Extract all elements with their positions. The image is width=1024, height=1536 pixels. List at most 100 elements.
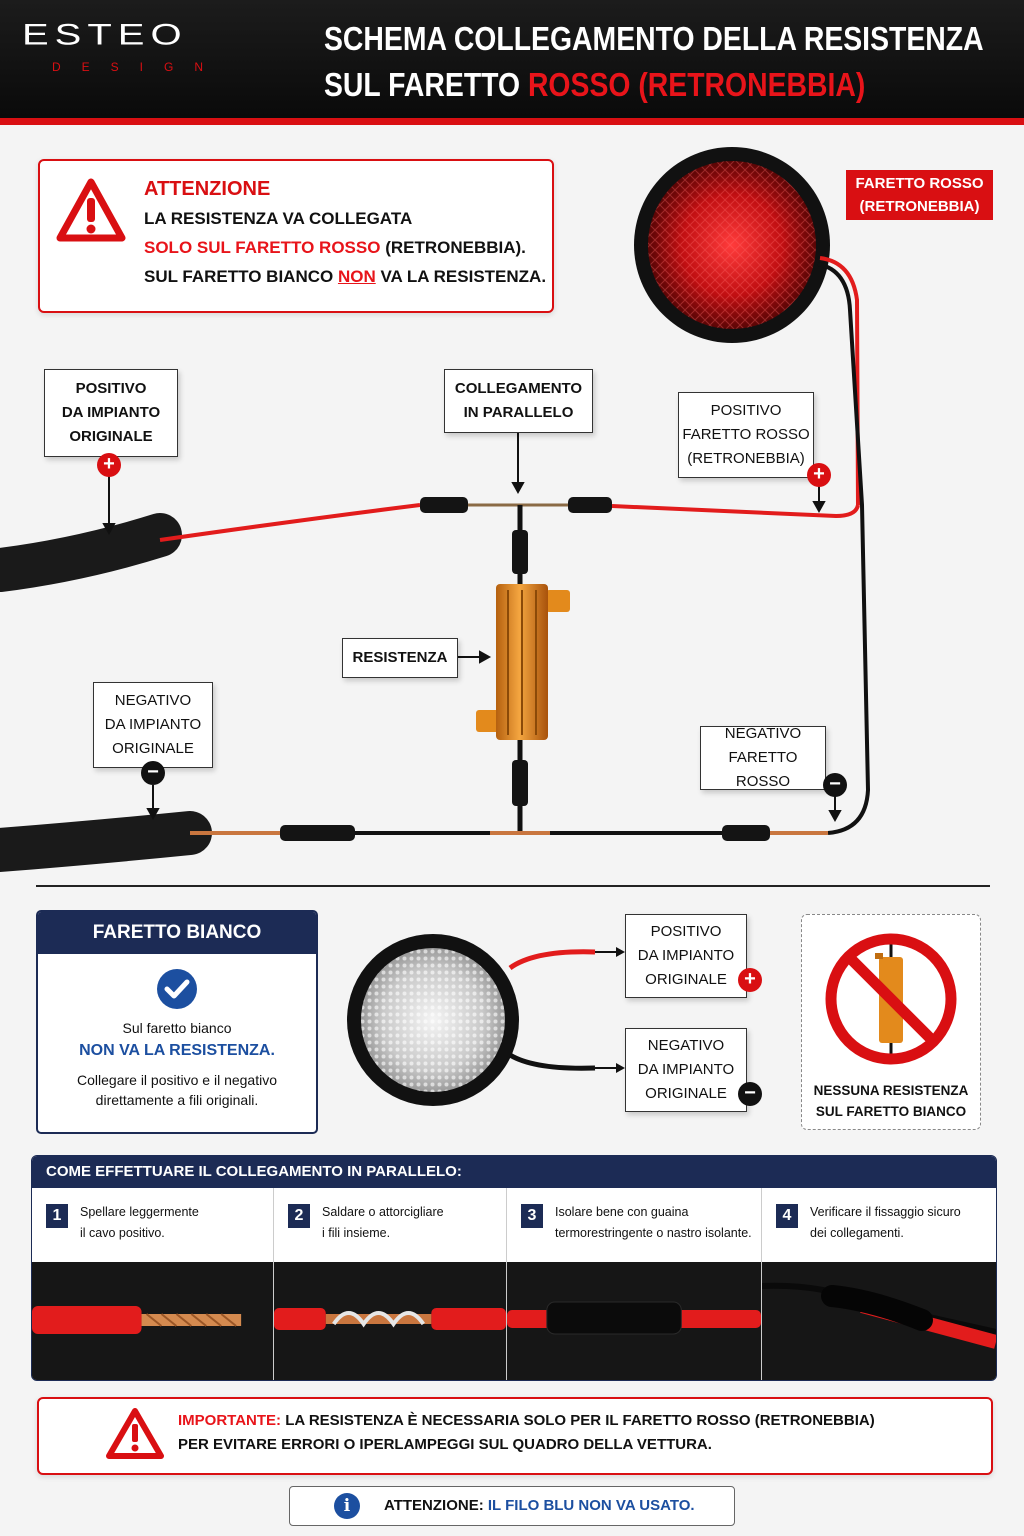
heat-shrink-2	[568, 497, 612, 513]
label-line: ORIGINALE	[112, 740, 194, 757]
step-line: il cavo positivo.	[80, 1226, 165, 1240]
important-line1: IMPORTANTE: LA RESISTENZA È NECESSARIA S…	[178, 1412, 875, 1429]
heat-shrink-1	[420, 497, 468, 513]
step-2: 2 Saldare o attorcigliare i fili insieme.	[274, 1188, 507, 1380]
step-line: Saldare o attorcigliare	[322, 1205, 444, 1219]
label-line: (RETRONEBBIA)	[687, 450, 805, 467]
step-4: 4 Verificare il fissaggio sicuro dei coll…	[762, 1188, 996, 1380]
warning-triangle-icon	[106, 1408, 164, 1459]
minus-icon: −	[738, 1082, 762, 1106]
label-line: FARETTO ROSSO	[682, 426, 810, 443]
step-text: Saldare o attorcigliare i fili insieme.	[322, 1202, 444, 1244]
step-number: 2	[288, 1204, 310, 1228]
label-line: DA IMPIANTO	[104, 716, 202, 733]
no-resistor-icon	[825, 933, 957, 1065]
plus-icon: +	[807, 463, 831, 487]
original-positive-wire	[159, 503, 421, 542]
steps-heading: COME EFFETTUARE IL COLLEGAMENTO IN PARAL…	[32, 1156, 996, 1188]
step-text: Spellare leggermente il cavo positivo.	[80, 1202, 199, 1244]
red-light-tag-line2: (RETRONEBBIA)	[859, 198, 980, 215]
important-line2: PER EVITARE ERRORI O IPERLAMPEGGI SUL QU…	[178, 1436, 712, 1453]
step-line: dei collegamenti.	[810, 1226, 904, 1240]
white-panel-text3: Collegare il positivo e il negativo	[77, 1072, 277, 1088]
info-icon: i	[334, 1493, 360, 1519]
important-box	[37, 1397, 993, 1475]
no-resistor-box: NESSUNA RESISTENZA SUL FARETTO BIANCO	[801, 914, 981, 1130]
label-positive-original: POSITIVO DA IMPIANTO ORIGINALE	[44, 369, 178, 457]
important-text1: LA RESISTENZA È NECESSARIA SOLO PER IL F…	[281, 1412, 875, 1429]
step-line: Spellare leggermente	[80, 1205, 199, 1219]
warning-triangle-icon	[56, 178, 126, 242]
label-parallel-connection: COLLEGAMENTO IN PARALLELO	[444, 369, 593, 433]
label-negative-original: NEGATIVO DA IMPIANTO ORIGINALE	[93, 682, 213, 768]
label-line: NEGATIVO	[724, 725, 802, 742]
title-part-red: ROSSO (RETRONEBBIA)	[527, 66, 866, 103]
step-text: Verificare il fissaggio sicuro dei colleg…	[810, 1202, 961, 1244]
warning-line2-red: SOLO SUL FARETTO ROSSO	[144, 238, 381, 257]
warning-title: ATTENZIONE	[144, 178, 271, 200]
label-line: ORIGINALE	[645, 1085, 727, 1102]
label-white-positive: POSITIVO DA IMPIANTO ORIGINALE	[625, 914, 747, 998]
steps-panel: COME EFFETTUARE IL COLLEGAMENTO IN PARAL…	[31, 1155, 997, 1381]
white-light-panel: FARETTO BIANCO Sul faretto bianco NON VA…	[36, 910, 318, 1134]
original-positive-harness	[0, 513, 182, 592]
step-line: Verificare il fissaggio sicuro	[810, 1205, 961, 1219]
white-panel-text4: direttamente a fili originali.	[95, 1092, 259, 1108]
positive-wire-to-light	[611, 504, 860, 519]
minus-icon: −	[823, 773, 847, 797]
label-line: POSITIVO	[650, 923, 722, 940]
no-resistor-line1: NESSUNA RESISTENZA	[813, 1083, 969, 1098]
warning-line2: SOLO SUL FARETTO ROSSO (RETRONEBBIA).	[144, 238, 526, 258]
white-panel-text2: NON VA LA RESISTENZA.	[79, 1042, 275, 1059]
resistor-body	[476, 584, 570, 740]
label-negative-red-light: NEGATIVO FARETTO ROSSO	[700, 725, 826, 790]
step-2-photo	[274, 1262, 506, 1380]
label-line: IN PARALLELO	[463, 404, 574, 421]
plus-icon: +	[97, 453, 121, 477]
original-negative-harness	[0, 811, 212, 872]
red-light-tag: FARETTO ROSSO (RETRONEBBIA)	[846, 170, 993, 220]
label-line: POSITIVO	[75, 380, 147, 397]
section-divider	[36, 885, 990, 887]
step-line: i fili insieme.	[322, 1226, 391, 1240]
white-panel-text1: Sul faretto bianco	[122, 1020, 232, 1036]
header-banner	[0, 0, 1024, 118]
step-4-photo	[762, 1262, 996, 1380]
label-line: ORIGINALE	[69, 428, 153, 445]
brand-logo: ESTEO	[22, 18, 188, 51]
important-label: IMPORTANTE:	[178, 1412, 282, 1429]
step-3-photo	[507, 1262, 761, 1380]
label-positive-red-light: POSITIVO FARETTO ROSSO (RETRONEBBIA)	[678, 392, 814, 478]
label-line: FARETTO ROSSO	[728, 749, 798, 790]
white-light-illustration	[347, 934, 625, 1106]
label-line: NEGATIVO	[647, 1037, 725, 1054]
check-circle-icon	[157, 969, 197, 1009]
red-fog-light	[634, 147, 830, 343]
brand-logo-sub: DESIGN	[52, 60, 225, 74]
label-line: COLLEGAMENTO	[454, 380, 583, 397]
label-line: ORIGINALE	[645, 971, 727, 988]
warning-line3: SUL FARETTO BIANCO NON VA LA RESISTENZA.	[144, 267, 546, 287]
step-1-photo	[32, 1262, 273, 1380]
blue-wire-text: ATTENZIONE: IL FILO BLU NON VA USATO.	[384, 1497, 695, 1514]
step-number: 1	[46, 1204, 68, 1228]
no-resistor-line2: SUL FARETTO BIANCO	[815, 1104, 967, 1119]
red-light-positive-wire	[819, 256, 860, 506]
label-white-negative: NEGATIVO DA IMPIANTO ORIGINALE	[625, 1028, 747, 1112]
red-light-negative-wire	[817, 262, 871, 835]
label-line: DA IMPIANTO	[637, 1061, 735, 1078]
step-number: 4	[776, 1204, 798, 1228]
wiring-diagram	[0, 147, 871, 872]
label-line: POSITIVO	[710, 402, 782, 419]
warning-line3-a: SUL FARETTO BIANCO	[144, 267, 338, 286]
warning-line3-b: VA LA RESISTENZA.	[375, 267, 547, 286]
footer-label: ATTENZIONE:	[384, 1497, 484, 1514]
white-panel-title: FARETTO BIANCO	[38, 912, 316, 954]
footer-text: IL FILO BLU NON VA USATO.	[483, 1497, 695, 1514]
blue-wire-note	[289, 1486, 735, 1526]
warning-line1: LA RESISTENZA VA COLLEGATA	[144, 209, 413, 228]
header-red-stripe	[0, 118, 1024, 125]
step-line: Isolare bene con guaina	[555, 1205, 689, 1219]
warning-line2-rest: (RETRONEBBIA).	[380, 238, 526, 257]
